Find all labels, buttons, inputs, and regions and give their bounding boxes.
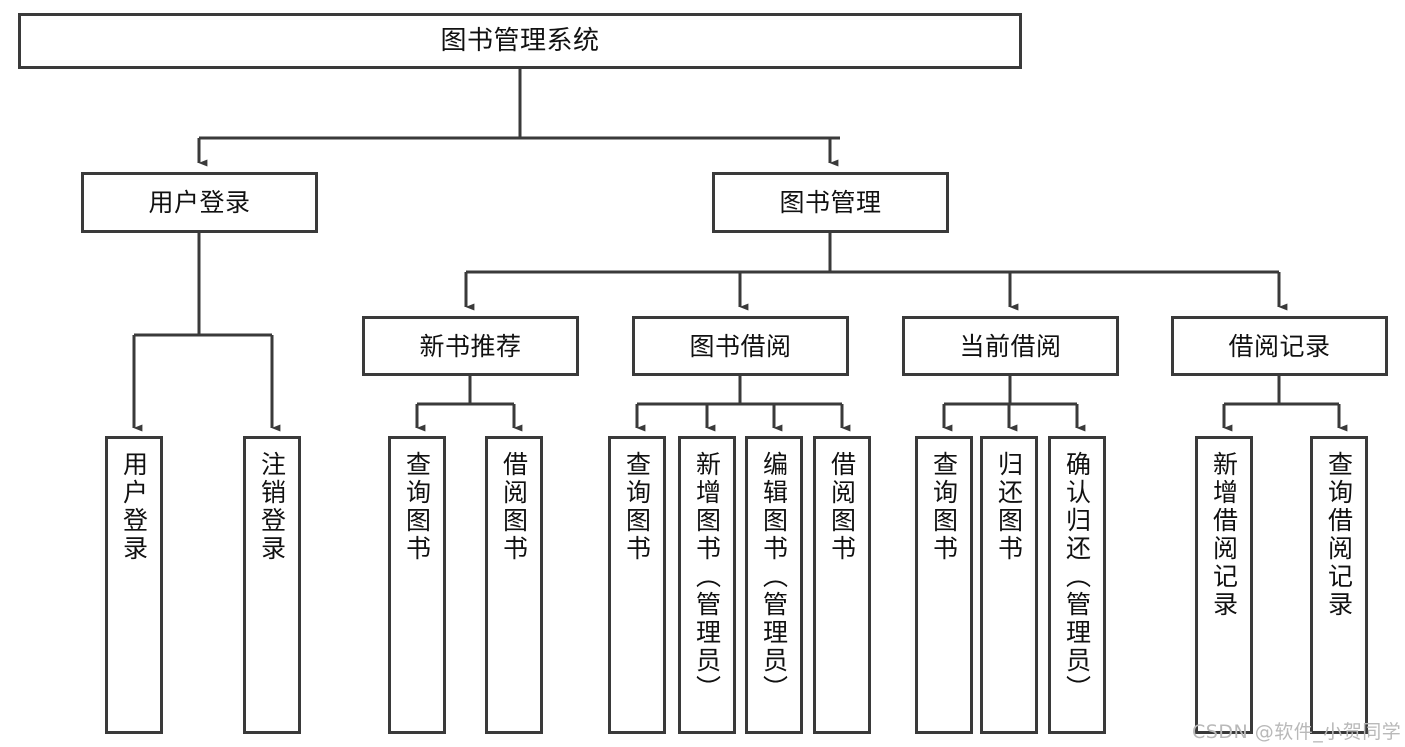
leaf-book-borrow-0[interactable]: 查询图书 [608, 436, 666, 734]
leaf-user-login-1[interactable]: 注销登录 [243, 436, 301, 734]
node-label: 查询图书 [929, 451, 959, 563]
node-label: 图书管理系统 [440, 25, 600, 56]
node-label: 用户登录 [119, 451, 149, 563]
node-label: 查询图书 [622, 451, 652, 563]
node-label: 注销登录 [257, 451, 287, 563]
csdn-watermark: CSDN @软件_小贺同学 [1192, 721, 1402, 743]
node-label: 查询图书 [402, 451, 432, 563]
node-label: 图书管理 [779, 188, 882, 217]
leaf-current-borrow-0[interactable]: 查询图书 [915, 436, 973, 734]
leaf-book-borrow-1[interactable]: 新增图书（管理员） [678, 436, 736, 734]
leaf-borrow-record-0[interactable]: 新增借阅记录 [1195, 436, 1253, 734]
node-book-borrowing[interactable]: 图书借阅 [632, 316, 849, 376]
leaf-book-borrow-3[interactable]: 借阅图书 [813, 436, 871, 734]
node-label: 查询借阅记录 [1324, 451, 1354, 619]
leaf-current-borrow-2[interactable]: 确认归还（管理员） [1048, 436, 1106, 734]
leaf-borrow-record-1[interactable]: 查询借阅记录 [1310, 436, 1368, 734]
node-label: 借阅图书 [827, 451, 857, 563]
node-label: 编辑图书（管理员） [759, 451, 789, 703]
leaf-new-book-rec-0[interactable]: 查询图书 [388, 436, 446, 734]
node-label: 借阅图书 [499, 451, 529, 563]
node-root-book-management-system[interactable]: 图书管理系统 [18, 13, 1022, 69]
node-label: 新增借阅记录 [1209, 451, 1239, 619]
node-borrowing-records[interactable]: 借阅记录 [1171, 316, 1388, 376]
leaf-book-borrow-2[interactable]: 编辑图书（管理员） [745, 436, 803, 734]
leaf-user-login-0[interactable]: 用户登录 [105, 436, 163, 734]
node-label: 新书推荐 [419, 331, 522, 361]
node-label: 当前借阅 [959, 331, 1062, 361]
node-current-borrowing[interactable]: 当前借阅 [902, 316, 1119, 376]
node-label: 新增图书（管理员） [692, 451, 722, 703]
leaf-current-borrow-1[interactable]: 归还图书 [980, 436, 1038, 734]
node-label: 用户登录 [148, 188, 251, 217]
node-user-login[interactable]: 用户登录 [81, 172, 318, 233]
node-label: 归还图书 [994, 451, 1024, 563]
node-label: 确认归还（管理员） [1062, 451, 1092, 703]
leaf-new-book-rec-1[interactable]: 借阅图书 [485, 436, 543, 734]
node-label: 图书借阅 [689, 331, 792, 361]
node-book-management[interactable]: 图书管理 [712, 172, 949, 233]
node-new-book-recommendation[interactable]: 新书推荐 [362, 316, 579, 376]
node-label: 借阅记录 [1228, 331, 1331, 361]
